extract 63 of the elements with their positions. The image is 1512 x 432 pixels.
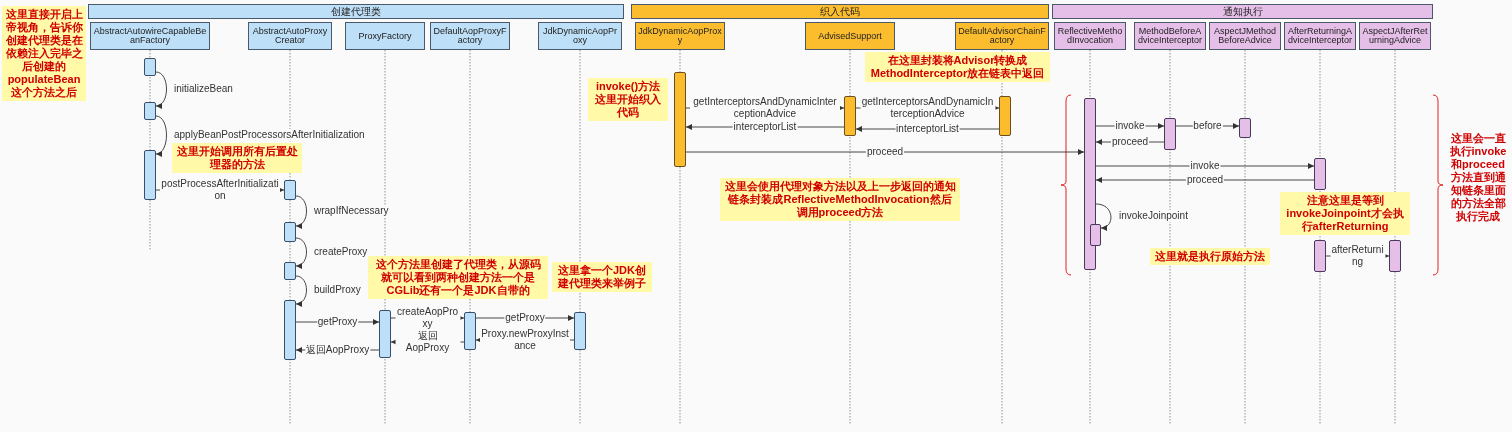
sticky-note: invoke()方法这里开始织入代码 (588, 78, 668, 121)
participant-box: AdvisedSupport (805, 22, 895, 50)
edge-label: invoke (1114, 120, 1146, 132)
edge-label: interceptorList (895, 123, 960, 135)
edge-label: before (1192, 120, 1223, 132)
edge-label: getProxy (504, 312, 546, 324)
activation-bar (144, 102, 156, 120)
participant-box: ReflectiveMethodInvocation (1054, 22, 1126, 50)
participant-box: DefaultAdvisorChainFactory (955, 22, 1049, 50)
edge-label: proceed (1110, 136, 1150, 148)
participant-box: AspectJMethodBeforeAdvice (1209, 22, 1281, 50)
group-band: 通知执行 (1052, 4, 1433, 19)
sticky-note: 这里会使用代理对象方法以及上一步返回的通知链条封装成ReflectiveMethodInvocation然后调用proceed方法 (720, 178, 960, 221)
annotation-text: 这里会一直执行invoke和proceed方法直到通知链条里面的方法全部执行完成 (1448, 132, 1508, 223)
activation-bar (1314, 240, 1326, 272)
sticky-note: 注意这里是等到invokeJoinpoint才会执行afterReturning (1280, 192, 1410, 235)
sticky-note: 这里直接开启上帝视角，告诉你创建代理类是在依赖注入完毕之后创建的populateBean这个方法之后 (2, 6, 86, 101)
activation-bar (1164, 118, 1176, 150)
activation-bar (284, 262, 296, 280)
edge-label: getProxy (316, 316, 359, 328)
edge-label: applyBeanPostProcessorsAfterInitialization (173, 129, 366, 141)
activation-bar (999, 96, 1011, 136)
edge-label: buildProxy (313, 284, 362, 296)
participant-box: MethodBeforeAdviceInterceptor (1134, 22, 1206, 50)
edge-label: initializeBean (173, 83, 234, 95)
activation-bar (144, 58, 156, 76)
group-band: 创建代理类 (88, 4, 624, 19)
activation-bar (1389, 240, 1401, 272)
participant-box: ProxyFactory (345, 22, 425, 50)
edge-label: wrapIfNecessary (313, 205, 390, 217)
sticky-note: 这里就是执行原始方法 (1150, 248, 1270, 265)
edge-label: interceptorList (732, 121, 798, 133)
participant-box: JdkDynamicAopProxy (635, 22, 725, 50)
edge-label: 返回AopProxy (304, 344, 371, 356)
activation-bar (464, 312, 476, 350)
activation-bar (844, 96, 856, 136)
activation-bar (284, 180, 296, 200)
activation-bar (574, 312, 586, 350)
edge-label: proceed (865, 146, 905, 158)
sticky-note: 这里开始调用所有后置处理器的方法 (172, 143, 302, 173)
activation-bar (1084, 98, 1096, 270)
activation-bar (284, 300, 296, 360)
participant-box: JdkDynamicAopProxy (538, 22, 622, 50)
sticky-note: 这个方法里创建了代理类，从源码就可以看到两种创建方法一个是CGLib还有一个是JDK自带的 (368, 256, 548, 299)
participant-box: AbstractAutoProxyCreator (248, 22, 332, 50)
activation-bar (379, 310, 391, 358)
activation-bar (144, 150, 156, 200)
edge-label: invokeJoinpoint (1118, 210, 1189, 222)
edge-label: proceed (1185, 174, 1225, 186)
edge-label: createProxy (313, 246, 369, 258)
sticky-note: 这里拿一个JDK创建代理类来举例子 (552, 262, 652, 292)
activation-bar (1239, 118, 1251, 138)
sticky-note: 在这里封装将Advisor转换成MethodInterceptor放在链表中返回 (865, 52, 1050, 82)
activation-bar (1314, 158, 1326, 190)
participant-box: AspectJAfterReturningAdvice (1359, 22, 1431, 50)
participant-box: DefaultAopProxyFactory (430, 22, 510, 50)
participant-box: AbstractAutowireCapableBeanFactory (90, 22, 210, 50)
edge-label: invoke (1189, 160, 1221, 172)
group-band: 织入代码 (631, 4, 1049, 19)
activation-bar (1090, 224, 1101, 246)
participant-box: AfterReturningAdviceInterceptor (1284, 22, 1356, 50)
activation-bar (284, 222, 296, 242)
activation-bar (674, 72, 686, 167)
